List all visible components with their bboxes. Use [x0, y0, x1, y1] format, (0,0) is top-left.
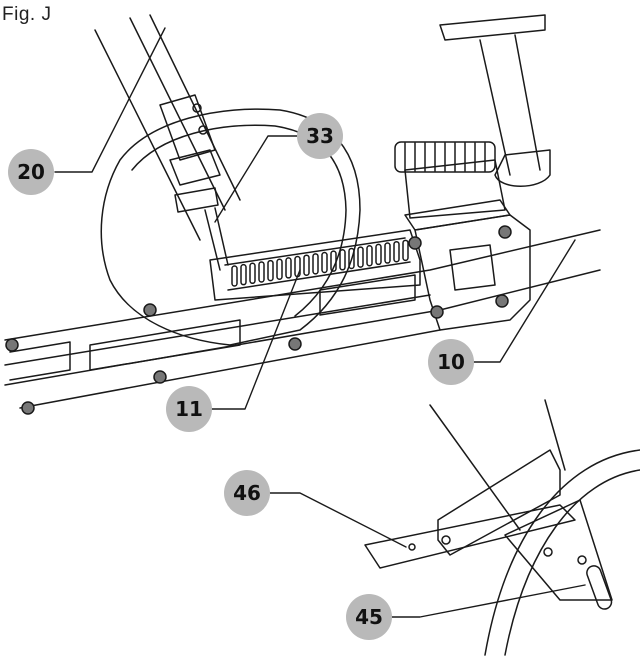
plate-rib — [267, 259, 274, 282]
lower-wheel-arc — [484, 449, 640, 656]
callout-45: 45 — [346, 594, 392, 640]
callout-46-label: 46 — [233, 481, 261, 505]
plate-rib — [384, 242, 391, 264]
lower-bracket-assembly — [364, 399, 613, 610]
plate-rib — [357, 246, 364, 268]
plate-rib — [366, 245, 373, 267]
plate-rib — [339, 249, 346, 271]
ribbed-plate-11 — [209, 229, 421, 301]
upright-post — [439, 14, 551, 187]
plate-rib — [375, 243, 382, 266]
callout-20-label: 20 — [17, 160, 45, 184]
plate-rib — [276, 258, 283, 280]
plate-rib — [393, 240, 400, 263]
callout-46: 46 — [224, 470, 270, 516]
callout-11: 11 — [166, 386, 212, 432]
callout-10: 10 — [428, 339, 474, 385]
callout-45-label: 45 — [355, 605, 383, 629]
main-frame — [4, 229, 601, 409]
plate-rib — [231, 265, 238, 287]
figure-title: Fig. J — [2, 4, 52, 25]
plate-rib — [330, 250, 337, 272]
callout-10-label: 10 — [437, 350, 465, 374]
plate-rib — [285, 257, 292, 279]
leader-lines — [54, 27, 586, 618]
plate-rib — [249, 262, 256, 285]
callout-33: 33 — [297, 113, 343, 159]
callout-20: 20 — [8, 149, 54, 195]
knurled-knob — [394, 141, 496, 173]
callout-33-label: 33 — [306, 124, 334, 148]
plate-rib — [303, 254, 310, 276]
strut-33 — [204, 207, 229, 271]
plate-rib — [258, 261, 265, 283]
plate-rib — [321, 251, 328, 274]
bolts — [5, 225, 512, 415]
seat-tube-clamp — [159, 94, 221, 213]
plate-rib — [240, 263, 247, 286]
plate-rib — [312, 253, 319, 275]
callout-11-label: 11 — [175, 397, 203, 421]
plate-rib — [402, 239, 409, 262]
plate-rib — [348, 247, 355, 270]
